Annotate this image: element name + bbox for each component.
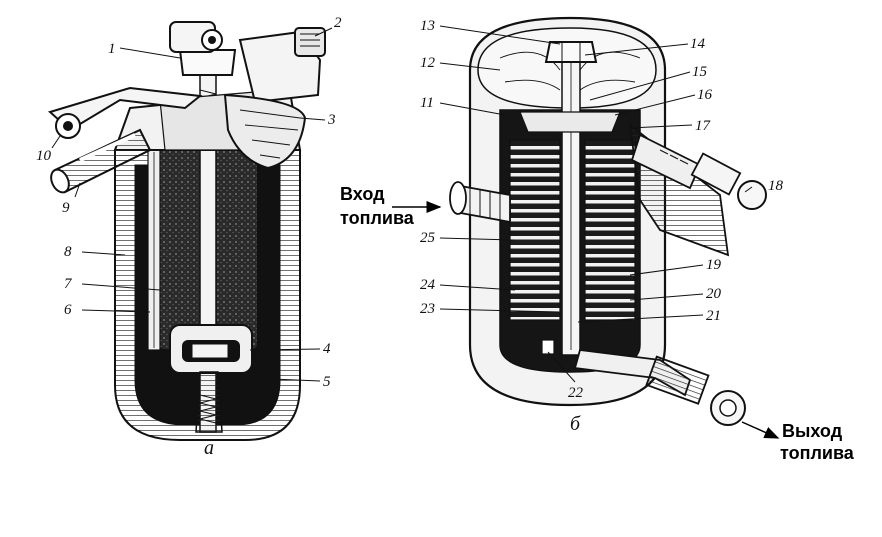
callout-16: 16	[697, 87, 713, 103]
filter-b-drawing	[449, 16, 767, 426]
callout-14: 14	[690, 36, 706, 52]
callout-9: 9	[62, 200, 70, 216]
figure-a-label: а	[204, 437, 214, 459]
callout-6: 6	[64, 302, 72, 318]
outlet-arrow	[741, 421, 780, 439]
callout-11: 11	[420, 95, 434, 111]
callout-18: 18	[768, 178, 784, 194]
callout-19: 19	[706, 257, 722, 273]
callout-12: 12	[420, 55, 436, 71]
callouts-b: 13 14 12 15 11 16 17 18 19 20 21 22 23 2…	[420, 18, 784, 435]
fuel-outlet-caption: Выход топлива	[741, 421, 855, 463]
fuel-inlet-line2: топлива	[340, 208, 415, 228]
callout-8: 8	[64, 244, 72, 260]
callout-7: 7	[64, 276, 73, 292]
callout-10: 10	[36, 148, 52, 164]
callout-21: 21	[706, 308, 721, 324]
callout-2: 2	[334, 15, 342, 31]
callout-25: 25	[420, 230, 436, 246]
callout-leaders-a	[51, 27, 333, 382]
fuel-outlet-line1: Выход	[782, 421, 843, 441]
callout-3: 3	[327, 112, 336, 128]
filter-a-drawing	[48, 21, 326, 441]
fuel-inlet-line1: Вход	[340, 184, 385, 204]
callout-22: 22	[568, 385, 584, 401]
callout-17: 17	[695, 118, 712, 134]
fuel-inlet-caption: Вход топлива	[340, 184, 442, 228]
callout-23: 23	[420, 301, 435, 317]
figure-b-label: б	[570, 413, 581, 435]
fuel-outlet-line2: топлива	[780, 443, 855, 463]
callout-1: 1	[108, 41, 116, 57]
callout-15: 15	[692, 64, 708, 80]
callout-24: 24	[420, 277, 436, 293]
callout-13: 13	[420, 18, 435, 34]
callout-20: 20	[706, 286, 722, 302]
callout-4: 4	[323, 341, 331, 357]
callout-leaders-b	[439, 25, 753, 383]
callout-5: 5	[323, 374, 331, 390]
callouts-a: 1 2 3 4 5 6 7 8 9 10 а	[36, 15, 342, 459]
